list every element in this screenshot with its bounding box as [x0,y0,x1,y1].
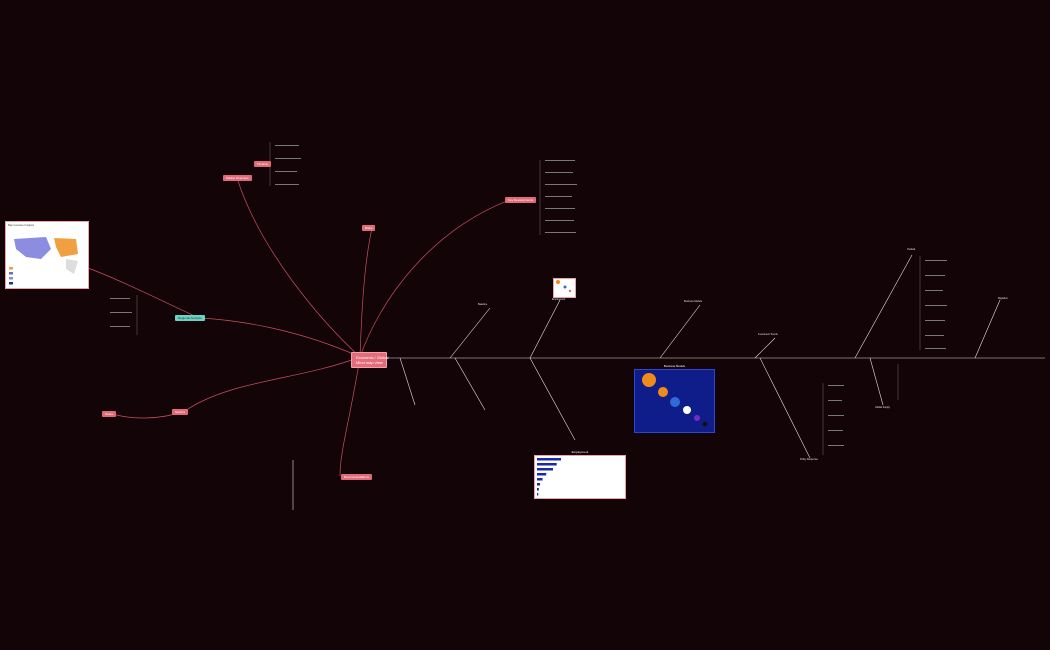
branch-notes[interactable]: Notes [102,411,116,417]
employment-chart-title: Employment [571,450,589,454]
employment-bar [537,473,547,476]
map-card[interactable]: Map overview of regions [5,221,89,289]
leaf-ticks [136,142,921,455]
employment-bar [537,458,561,461]
branch-key-developments[interactable]: Key Developments [505,197,537,203]
bubble-1 [642,373,656,387]
legend-swatch-b [9,272,13,275]
timeline-label-employment: Employment [552,298,566,301]
branch-recommendations[interactable]: Recommendations [341,474,373,480]
timeline-label-migration: Migration [998,297,1008,300]
timeline-label-supply: Global Supply [875,406,890,409]
business-models-infographic[interactable]: Business Models [634,364,715,433]
infographic-title: Business Models [663,364,686,368]
bubble-4 [683,406,691,414]
employment-bar [537,483,541,486]
legend-swatch-e [9,282,13,285]
branch-risks[interactable]: Risks [362,225,376,231]
timeline-label-business-models: Business Models [684,300,703,303]
timeline-lines [292,254,1045,510]
employment-chart-card[interactable]: Employment [534,450,626,499]
branch-connectors [87,177,513,477]
bubble-2 [658,387,668,397]
branch-timeline[interactable]: Timeline [254,161,272,167]
branch-market-overview[interactable]: Market Overview [223,175,252,181]
timeline-label-policy: Policy Response [800,458,818,461]
employment-bar [537,468,553,471]
bubble-3 [670,397,680,407]
small-card-graphic [556,280,572,293]
map-card-title: Map overview of regions [8,224,34,227]
map-figure [9,237,78,285]
small-image-card[interactable] [553,278,576,298]
employment-bars [537,458,561,496]
timeline-label-outlook: Outlook [907,248,916,251]
timeline-label-investment: Investment Trends [758,333,778,336]
legend-swatch-c [9,277,13,280]
bubble-6 [702,421,708,427]
bubble-5 [694,415,700,421]
employment-bar [537,493,539,496]
branch-sectors[interactable]: Sectors [172,409,189,415]
employment-bar [537,463,557,466]
legend-swatch-a [9,267,13,270]
employment-bar [537,478,543,481]
infographic-bubbles [642,373,708,427]
timeline-label-baseline: Baseline [478,303,488,306]
branch-regional-analysis[interactable]: Regional Analysis [175,315,205,321]
employment-bar [537,488,539,491]
central-topic[interactable]: Economic / Global Mind map view [351,352,389,368]
central-topic-line1: Economic / Global [356,355,389,360]
central-topic-line2: Mind map view [356,360,383,365]
